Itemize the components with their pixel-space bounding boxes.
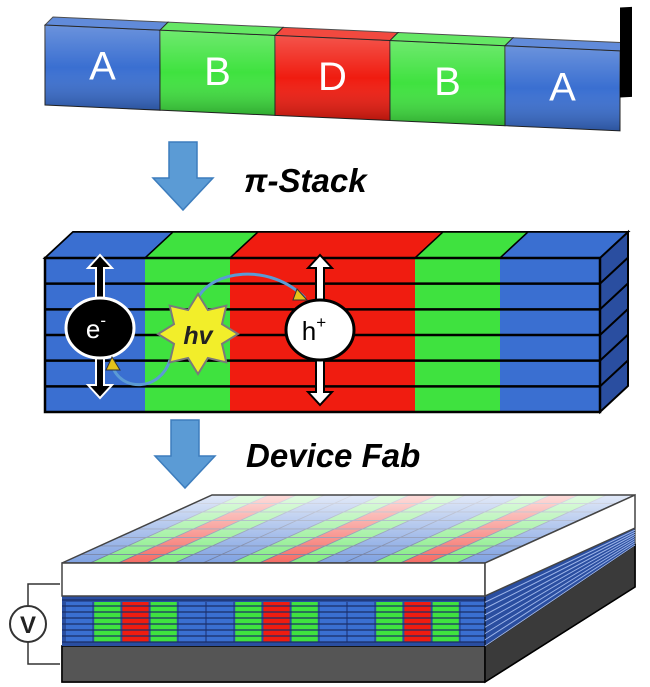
electron-transfer-arrow bbox=[110, 359, 172, 387]
device-column bbox=[178, 602, 205, 642]
voltage-source: V bbox=[9, 583, 60, 665]
device-column bbox=[66, 602, 93, 642]
hole-down-arrow bbox=[305, 359, 335, 407]
voltage-label: V bbox=[20, 612, 36, 639]
arrow-down-2 bbox=[153, 419, 217, 490]
device-column bbox=[150, 602, 177, 642]
device-column bbox=[122, 602, 149, 642]
device-column bbox=[460, 602, 487, 642]
hole-up-arrow bbox=[305, 253, 335, 301]
electron-up-arrow bbox=[85, 253, 115, 301]
molecule-letter: B bbox=[204, 50, 231, 94]
glass-cover-side bbox=[484, 493, 636, 598]
electron-label: e- bbox=[86, 311, 106, 344]
glass-cover-front bbox=[61, 562, 486, 597]
hole-label: h+ bbox=[302, 313, 326, 346]
molecule-letter: B bbox=[434, 60, 461, 104]
pi-stack-block: e- h+ hv bbox=[42, 229, 631, 415]
device-column bbox=[235, 602, 262, 642]
electron-carrier: e- bbox=[64, 253, 136, 400]
hole-transfer-arrow bbox=[195, 272, 307, 301]
molecule-end-cap bbox=[620, 6, 632, 98]
molecule-letter: A bbox=[89, 45, 116, 89]
electron-circle bbox=[64, 296, 136, 360]
pi-stack-label: π-Stack bbox=[244, 162, 368, 199]
device-fab-label: Device Fab bbox=[246, 437, 420, 474]
hole-carrier: h+ bbox=[284, 253, 356, 407]
electron-down-arrow bbox=[85, 352, 115, 400]
device-column bbox=[207, 602, 234, 642]
device-column bbox=[263, 602, 290, 642]
molecule-letter: A bbox=[549, 65, 576, 109]
arrow-down-1 bbox=[151, 141, 215, 212]
photon-label: hv bbox=[183, 322, 214, 350]
device-stack: V bbox=[9, 493, 636, 684]
device-column bbox=[291, 602, 318, 642]
device-column bbox=[348, 602, 375, 642]
device-column bbox=[94, 602, 121, 642]
hole-circle bbox=[284, 298, 356, 362]
molecule-letter: D bbox=[318, 55, 347, 99]
device-column bbox=[319, 602, 346, 642]
device-column bbox=[404, 602, 431, 642]
device-column bbox=[432, 602, 459, 642]
photon-star-icon: hv bbox=[156, 292, 240, 376]
device-column bbox=[376, 602, 403, 642]
